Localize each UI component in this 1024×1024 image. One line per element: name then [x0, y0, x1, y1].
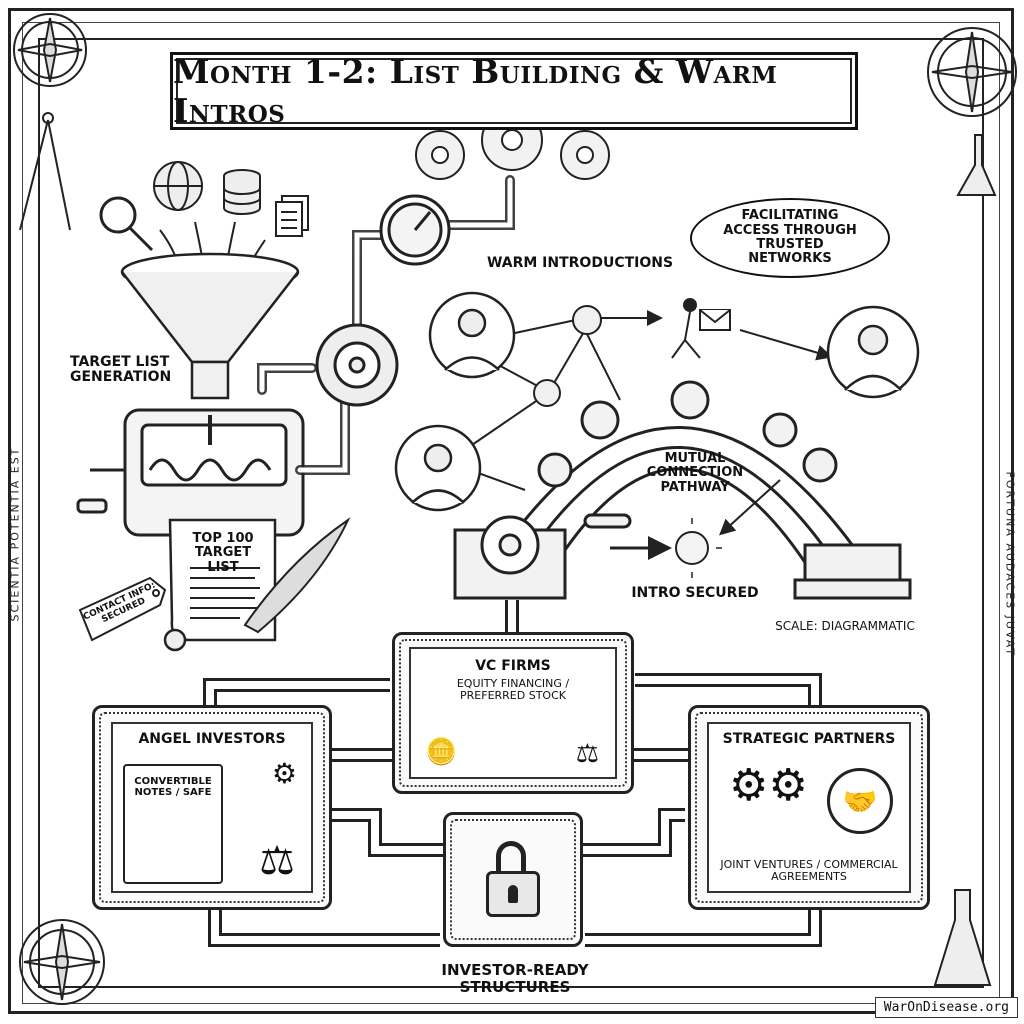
- strategic-partners-subtitle: Joint Ventures / Commercial Agreements: [720, 857, 898, 883]
- vc-firms-subtitle: Equity Financing / Preferred Stock: [456, 677, 570, 703]
- strategic-partners-panel: Strategic Partners ⚙⚙ 🤝 Joint Ventures /…: [707, 722, 911, 893]
- arch-base-pedestal: [793, 543, 912, 600]
- network-node: [533, 305, 602, 407]
- angel-investors-title: Angel Investors: [138, 731, 286, 747]
- intro-secured-icon: [662, 518, 722, 578]
- vc-firms-title: VC Firms: [475, 658, 551, 674]
- angel-investors-panel: Angel Investors Convertible Notes / SAFE…: [111, 722, 313, 893]
- magnifier-icon: [99, 196, 154, 252]
- person-avatar-icon: [826, 305, 920, 399]
- compass-rose-icon: [19, 919, 105, 1005]
- title-banner: Month 1-2: List Building & Warm Intros: [170, 52, 858, 130]
- compass-icon: [13, 13, 87, 87]
- gavel-icon: ⚖: [575, 738, 599, 768]
- watermark[interactable]: WarOnDisease.org: [874, 997, 1018, 1018]
- page-title: Month 1-2: List Building & Warm Intros: [173, 52, 778, 130]
- drafting-compass-icon: [19, 112, 71, 231]
- gear-icon: [315, 323, 399, 407]
- mid-frame: [22, 22, 1000, 1004]
- vc-firms-box: VC Firms Equity Financing / Preferred St…: [392, 632, 634, 794]
- warm-introductions-label: Warm Introductions: [486, 255, 674, 271]
- angel-investors-subtitle: Convertible Notes / SAFE: [134, 776, 212, 798]
- intro-secured-label: Intro Secured: [631, 585, 759, 601]
- flask-icon: [933, 134, 997, 986]
- outer-frame: [8, 8, 1014, 1014]
- angel-investors-box: Angel Investors Convertible Notes / SAFE…: [92, 705, 332, 910]
- target-list-generation-label: Target List Generation: [70, 354, 172, 386]
- padlock-icon: [484, 841, 542, 921]
- scales-icon: ⚖: [259, 839, 295, 883]
- coin-stack-icon: 🪙: [425, 736, 458, 766]
- target-list-title: Top 100 Target List: [192, 531, 254, 575]
- gears-icon: ⚙⚙: [729, 761, 808, 810]
- compass-rose-icon: [927, 27, 1017, 117]
- quill-icon: [243, 517, 351, 634]
- strategic-partners-title: Strategic Partners: [722, 731, 896, 747]
- person-avatar-icon: [394, 424, 482, 512]
- mutual-connection-pathway-label: Mutual Connection Pathway: [646, 451, 744, 495]
- person-avatar-icon: [428, 291, 516, 379]
- speech-bubble: Facilitating Access Through Trusted Netw…: [690, 198, 890, 278]
- grinder-machine-icon: [76, 408, 305, 537]
- investor-ready-structures-label: Investor-Ready Structures: [441, 961, 589, 996]
- pressure-gauge-icon: [379, 194, 451, 266]
- inner-frame: [38, 38, 984, 988]
- arrow-icon: [610, 479, 781, 560]
- strategic-partners-box: Strategic Partners ⚙⚙ 🤝 Joint Ventures /…: [688, 705, 930, 910]
- handshake-icon: 🤝: [827, 768, 893, 834]
- funnel-icon: [120, 252, 300, 400]
- documents-icon: [275, 195, 309, 237]
- crank-machine-icon: [453, 513, 632, 600]
- target-list-scroll: [163, 518, 277, 652]
- vc-firms-panel: VC Firms Equity Financing / Preferred St…: [409, 647, 617, 779]
- convertible-note-scroll: Convertible Notes / SAFE: [123, 764, 223, 884]
- scale-note: Scale: Diagrammatic: [775, 619, 915, 633]
- globe-icon: [153, 161, 203, 211]
- messenger-icon: [671, 298, 731, 359]
- safe-box: [443, 812, 583, 947]
- gear-icon: ⚙: [271, 758, 297, 789]
- speech-bubble-text: Facilitating Access Through Trusted Netw…: [723, 208, 857, 267]
- database-icon: [223, 169, 261, 215]
- contact-tag-icon: [78, 576, 167, 642]
